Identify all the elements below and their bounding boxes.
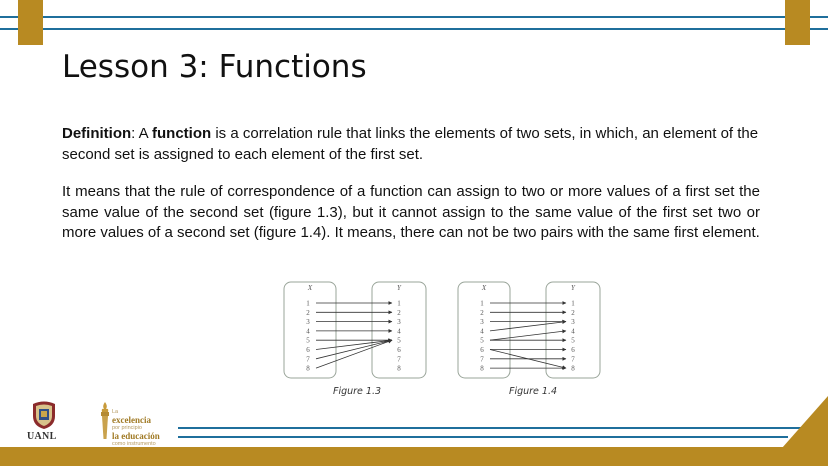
slide-title: Lesson 3: Functions xyxy=(62,49,367,85)
domain-label: X xyxy=(481,284,487,292)
motto-line-1: La xyxy=(112,409,119,415)
definition-paragraph: Definition: A function is a correlation … xyxy=(62,124,760,165)
domain-value: 2 xyxy=(480,309,484,317)
domain-value: 3 xyxy=(306,318,310,326)
domain-value: 1 xyxy=(306,300,310,308)
figure-1-4-caption: Figure 1.4 xyxy=(509,386,558,397)
top-right-gold-tab xyxy=(785,0,810,45)
codomain-value: 6 xyxy=(571,346,575,354)
motto-line-5: como instrumento xyxy=(112,441,156,447)
top-left-gold-tab xyxy=(18,0,43,45)
codomain-value: 4 xyxy=(397,327,401,335)
domain-label: X xyxy=(307,284,313,292)
domain-value: 7 xyxy=(480,355,484,363)
mapping-arrow xyxy=(489,329,567,341)
domain-value: 1 xyxy=(480,300,484,308)
domain-value: 3 xyxy=(480,318,484,326)
codomain-set-box xyxy=(371,281,427,379)
definition-text: is a correlation rule that links the ele… xyxy=(62,125,759,163)
codomain-set-box xyxy=(545,281,601,379)
top-line-upper xyxy=(0,16,828,18)
codomain-value: 3 xyxy=(397,318,401,326)
codomain-value: 5 xyxy=(397,337,401,345)
bottom-line-lower xyxy=(178,436,788,438)
codomain-label: Y xyxy=(397,284,402,292)
definition-term: function xyxy=(152,125,212,142)
mapping-arrow xyxy=(315,338,393,350)
mapping-arrow xyxy=(315,339,393,360)
bottom-line-upper xyxy=(178,427,808,429)
domain-value: 6 xyxy=(306,346,310,354)
uanl-logo-text: UANL xyxy=(27,431,57,442)
uanl-crest-icon xyxy=(33,401,55,429)
motto-logo: La excelencia por principio la educación… xyxy=(112,409,160,448)
domain-value: 2 xyxy=(306,309,310,317)
definition-colon: : A xyxy=(131,125,153,142)
torch-icon xyxy=(101,402,109,439)
domain-value: 5 xyxy=(480,337,484,345)
codomain-value: 1 xyxy=(397,300,401,308)
mapping-arrow xyxy=(315,339,393,369)
domain-value: 6 xyxy=(480,346,484,354)
codomain-value: 8 xyxy=(397,365,401,373)
definition-label: Definition xyxy=(62,125,132,142)
domain-set-box xyxy=(457,281,511,379)
bottom-gold-band xyxy=(0,447,828,466)
codomain-value: 2 xyxy=(571,309,575,317)
domain-value: 7 xyxy=(306,355,310,363)
codomain-value: 7 xyxy=(571,355,575,363)
codomain-value: 3 xyxy=(571,318,575,326)
motto-line-4: la educación xyxy=(112,431,160,441)
domain-set-box xyxy=(283,281,337,379)
domain-value: 4 xyxy=(306,327,310,335)
motto-line-2: excelencia xyxy=(112,415,151,425)
mapping-arrow xyxy=(489,320,567,332)
domain-value: 8 xyxy=(306,365,310,373)
codomain-value: 6 xyxy=(397,346,401,354)
domain-value: 4 xyxy=(480,327,484,335)
top-line-lower xyxy=(0,28,828,30)
codomain-value: 5 xyxy=(571,337,575,345)
motto-line-3: por principio xyxy=(112,425,142,431)
figure-1-3-caption: Figure 1.3 xyxy=(333,386,382,397)
codomain-value: 2 xyxy=(397,309,401,317)
codomain-value: 8 xyxy=(571,365,575,373)
bottom-right-gold-corner xyxy=(782,396,828,448)
codomain-label: Y xyxy=(571,284,576,292)
codomain-value: 1 xyxy=(571,300,575,308)
codomain-value: 7 xyxy=(397,355,401,363)
domain-value: 8 xyxy=(480,365,484,373)
codomain-value: 4 xyxy=(571,327,575,335)
domain-value: 5 xyxy=(306,337,310,345)
explanation-paragraph: It means that the rule of correspondence… xyxy=(62,183,760,241)
